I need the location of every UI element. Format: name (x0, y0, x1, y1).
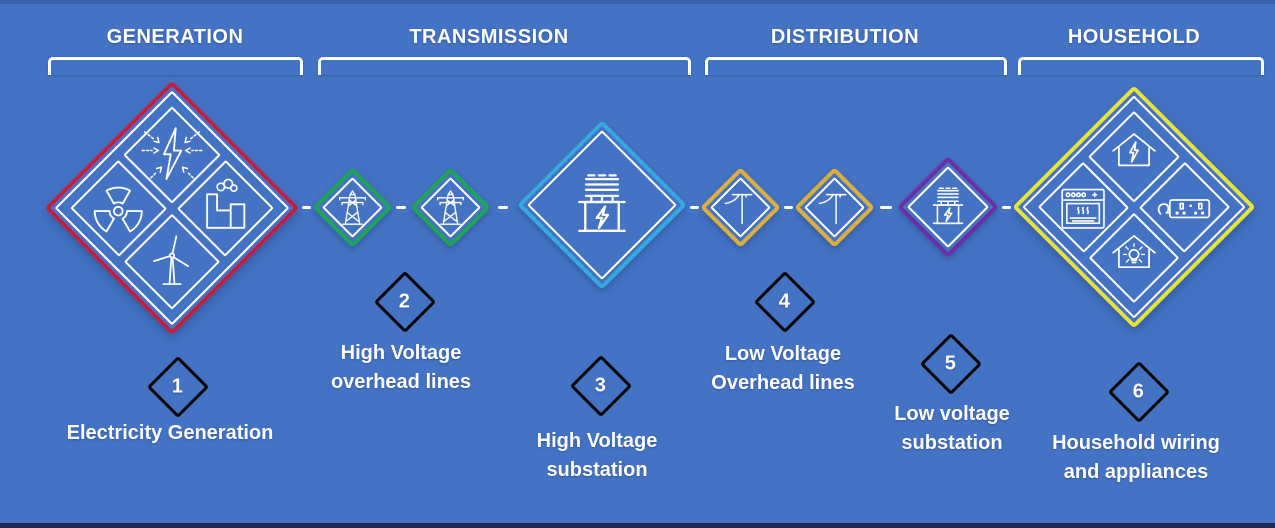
connector-dash (690, 206, 699, 209)
step-badge-2: 2 (373, 270, 437, 334)
connector-dash (396, 206, 406, 209)
connector-dash (1002, 206, 1011, 209)
label-hv-overhead-lines: High Voltage overhead lines (330, 342, 472, 393)
bracket-generation (48, 57, 303, 75)
house-electrified-icon (1112, 133, 1156, 167)
lv-line-diamond-1 (700, 167, 781, 248)
connector-dash (498, 206, 508, 209)
lv-substation-diamond (897, 156, 999, 258)
lightning-bolt-arrows-icon (141, 127, 203, 181)
factory-icon (205, 178, 245, 229)
utility-pole-icon (724, 193, 753, 224)
connector-dash (302, 206, 311, 209)
power-strip-icon (1157, 199, 1210, 219)
step-badge-6: 6 (1107, 360, 1171, 424)
oven-icon (1061, 188, 1106, 229)
hv-line-diamond-1 (312, 167, 393, 248)
lv-transformer-icon (932, 187, 964, 225)
house-lightbulb-icon (1112, 234, 1156, 268)
label-hv-substation: High Voltage substation (536, 430, 658, 481)
bottom-edge-strip (0, 523, 1275, 528)
radiation-icon (94, 186, 144, 233)
utility-pole-icon (818, 193, 847, 224)
lv-line-diamond-2 (794, 167, 875, 248)
hv-transformer-icon (578, 174, 626, 232)
connector-dash (880, 206, 892, 209)
bracket-distribution (705, 57, 1007, 75)
section-header-household: HOUSEHOLD (1067, 26, 1201, 48)
bracket-household (1018, 57, 1264, 75)
household-diamond (1012, 85, 1256, 329)
section-header-generation: GENERATION (106, 26, 244, 48)
generation-diamond (44, 80, 300, 336)
label-lv-substation: Low voltage substation (894, 403, 1010, 454)
section-header-distribution: DISTRIBUTION (770, 26, 920, 48)
step-badge-1: 1 (146, 355, 210, 419)
section-header-transmission: TRANSMISSION (409, 26, 569, 48)
step-badge-3: 3 (569, 354, 633, 418)
connector-dash (784, 206, 793, 209)
transmission-tower-icon (437, 189, 464, 225)
label-electricity-generation: Electricity Generation (66, 422, 274, 444)
wind-turbine-icon (153, 235, 189, 285)
label-household-wiring: Household wiring and appliances (1052, 432, 1220, 483)
top-edge-strip (0, 0, 1275, 4)
label-lv-overhead-lines: Low Voltage Overhead lines (711, 343, 855, 394)
hv-line-diamond-2 (410, 167, 491, 248)
bracket-transmission (318, 57, 691, 75)
hv-substation-diamond (517, 120, 687, 290)
step-badge-4: 4 (753, 270, 817, 334)
transmission-tower-icon (339, 189, 366, 225)
step-badge-5: 5 (919, 332, 983, 396)
